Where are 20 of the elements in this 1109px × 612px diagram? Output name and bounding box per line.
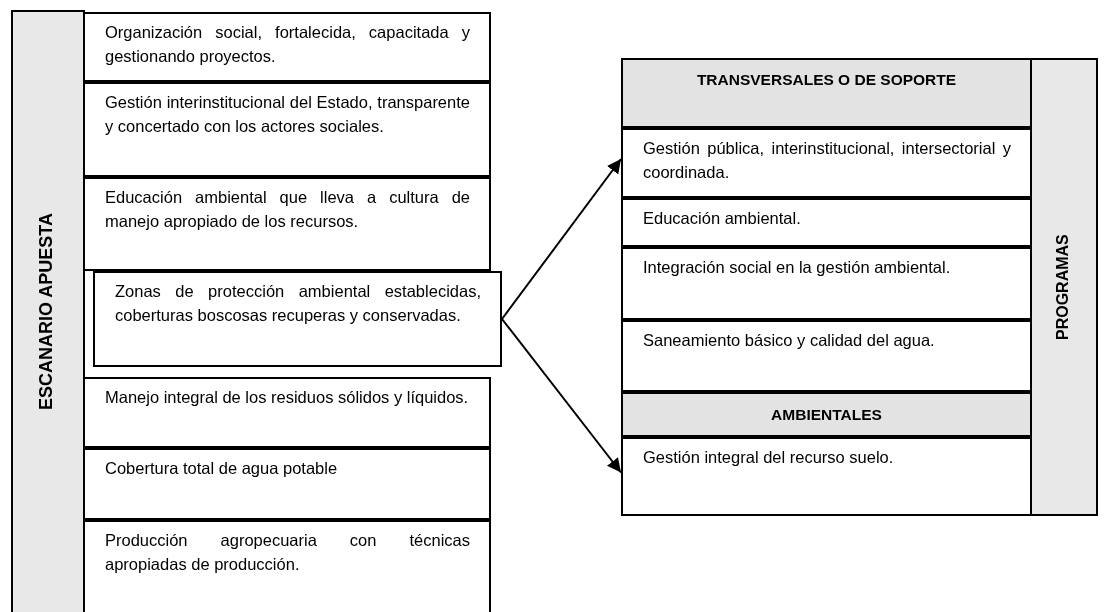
text-box: Gestión integral del recurso suelo. <box>621 437 1032 516</box>
text-box: Zonas de protección ambiental establecidas, coberturas boscosas recuperas y conservadas. <box>93 271 502 367</box>
group-panel <box>621 58 1098 516</box>
group-panel <box>11 10 505 612</box>
header-box: AMBIENTALES <box>621 392 1032 437</box>
text-box: Integración social en la gestión ambiental. <box>621 247 1032 320</box>
text-box: Gestión interinstitucional del Estado, transparente y concertado con los actores sociales. <box>83 82 491 177</box>
header-box: TRANSVERSALES O DE SOPORTE <box>621 58 1032 128</box>
text-box: Organización social, fortalecida, capacitada y gestionando proyectos. <box>83 12 491 82</box>
group-title: PROGRAMAS <box>1054 233 1072 342</box>
text-box: Cobertura total de agua potable <box>83 448 491 520</box>
text-box: Producción agropecuaria con técnicas apropiadas de producción. <box>83 520 491 612</box>
arrow <box>501 158 622 320</box>
text-box: Gestión pública, interinstitucional, intersectorial y coordinada. <box>621 128 1032 198</box>
text-box: Manejo integral de los residuos sólidos y líquidos. <box>83 377 491 448</box>
text-box: Educación ambiental. <box>621 198 1032 247</box>
group-title: ESCANARIO APUESTA <box>35 211 57 412</box>
arrow <box>501 318 622 474</box>
text-box: Educación ambiental que lleva a cultura de manejo apropiado de los recursos. <box>83 177 491 271</box>
text-box: Saneamiento básico y calidad del agua. <box>621 320 1032 392</box>
